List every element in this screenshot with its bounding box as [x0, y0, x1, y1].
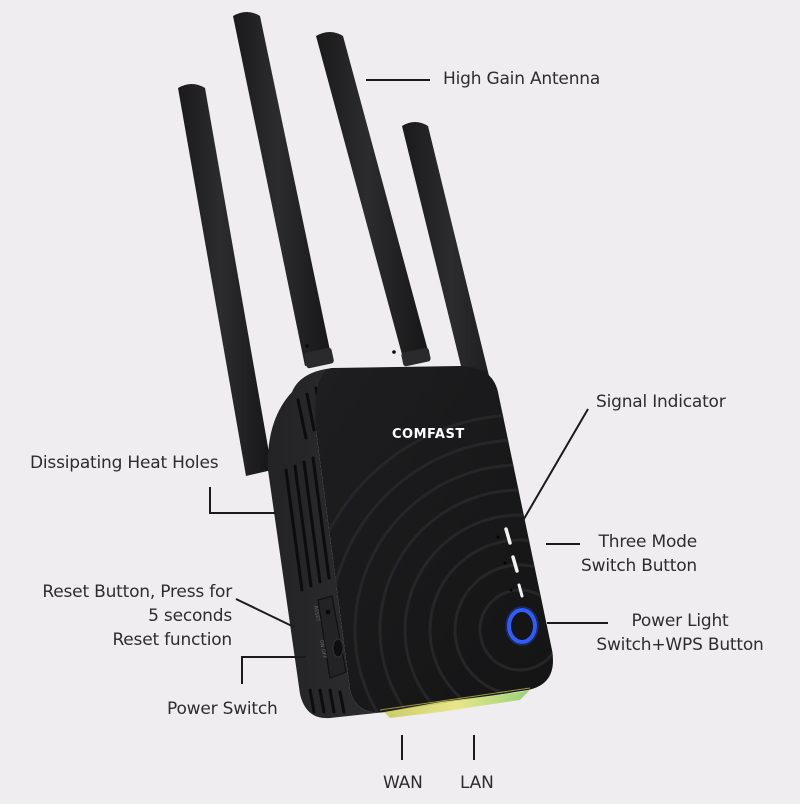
antenna-3: [316, 32, 430, 362]
label-lan: LAN: [460, 773, 494, 793]
side-text-reset: RESET: [312, 605, 321, 623]
power-switch-callout-line: [241, 656, 306, 684]
side-text-onoff: ON OFF: [318, 639, 327, 659]
label-three-mode-switch: Three Mode Switch Button: [581, 532, 697, 576]
antenna-1: [178, 84, 272, 476]
heat-holes-callout-line: [209, 487, 276, 514]
label-dissipating-heat-holes: Dissipating Heat Holes: [30, 453, 219, 473]
front-face: [315, 366, 553, 713]
power-wps-button[interactable]: [507, 608, 537, 644]
device-body: RESET ON OFF COMFAST: [267, 366, 553, 719]
reset-callout-line: [235, 598, 295, 628]
power-switch-knob[interactable]: [332, 638, 344, 658]
reset-pinhole[interactable]: [325, 609, 331, 615]
side-panel: [267, 368, 386, 719]
ethernet-ports[interactable]: [384, 690, 530, 718]
antenna-2: [233, 12, 332, 366]
heat-holes-vents: [284, 386, 346, 714]
label-wan: WAN: [383, 773, 423, 793]
label-power-light-wps: Power Light Switch+WPS Button: [596, 611, 764, 655]
label-power-switch: Power Switch: [167, 699, 278, 719]
brand-logo: COMFAST: [392, 427, 465, 442]
label-signal-indicator: Signal Indicator: [596, 392, 726, 412]
label-reset-button: Reset Button, Press for 5 seconds Reset …: [42, 582, 232, 650]
side-button-panel: [317, 595, 347, 679]
callout-lines: [209, 79, 608, 760]
label-high-gain-antenna: High Gain Antenna: [443, 69, 601, 89]
signal-indicator-leds: [496, 527, 524, 598]
signal-callout-line: [520, 408, 589, 525]
